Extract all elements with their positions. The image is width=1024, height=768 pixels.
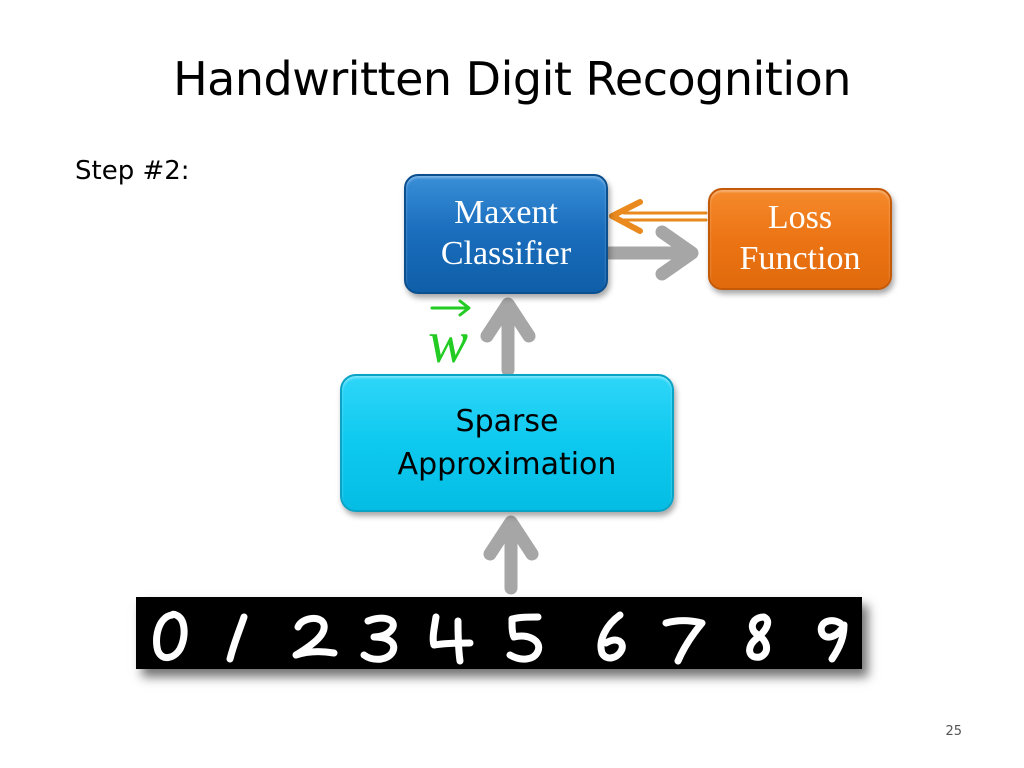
maxent-label-line1: Maxent [454,194,558,232]
digit-6 [597,611,626,662]
arrow-digits-to-sparse [483,515,539,595]
arrow-loss-to-maxent [609,199,708,234]
arrow-maxent-to-loss [603,225,699,281]
loss-label-line2: Function [739,240,861,277]
digit-9 [817,617,848,663]
loss-function-node: Loss Function [708,188,892,290]
digit-1 [226,613,248,663]
digit-8 [746,613,772,661]
sparse-label-line2: Approximation [397,447,617,482]
loss-label-line1: Loss [767,199,833,237]
arrow-sparse-to-maxent [480,297,536,377]
digit-3 [360,614,398,663]
weight-vector-label: w [428,299,471,375]
page-number: 25 [945,724,962,739]
digit-4 [429,613,474,665]
weight-vector-symbol: w [428,309,468,375]
sparse-approximation-node: Sparse Approximation [340,374,674,512]
digit-2 [292,615,338,659]
maxent-classifier-node: Maxent Classifier [404,174,608,294]
maxent-label-line2: Classifier [440,235,572,272]
step-label: Step #2: [75,156,190,186]
slide-title: Handwritten Digit Recognition [173,52,851,106]
vector-arrow-icon [430,299,471,317]
sparse-label-line1: Sparse [455,403,559,439]
digit-5 [506,613,543,663]
mnist-digits-image [136,597,862,669]
handwritten-digits [153,610,848,665]
digit-7 [662,617,706,665]
digit-0 [153,610,188,661]
